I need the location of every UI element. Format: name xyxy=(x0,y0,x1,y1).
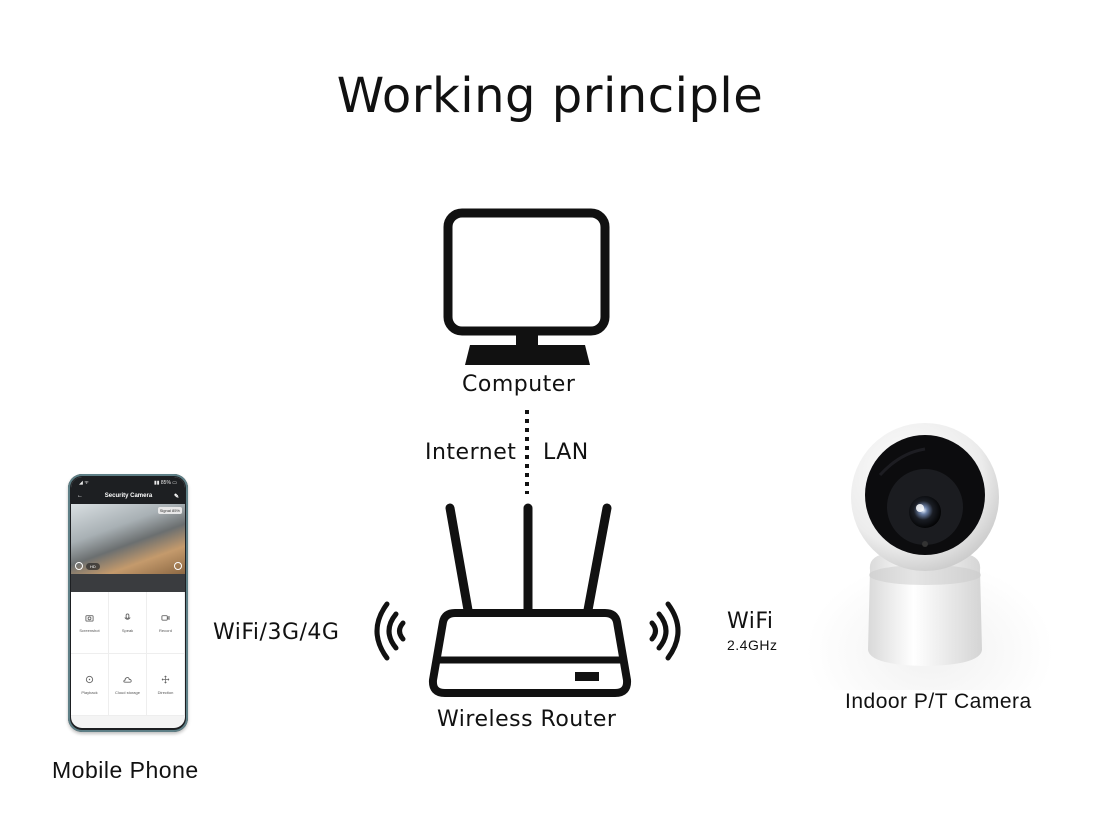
control-speak: Speak xyxy=(109,592,147,654)
router-icon xyxy=(428,503,632,697)
internet-lan-link xyxy=(525,410,529,494)
camera-feed: Signal 85% HD xyxy=(71,504,185,574)
phone-screen: ◢ ᯤ▮▮ 85% ▭ ← Security Camera ✎ Signal 8… xyxy=(71,477,185,728)
computer-icon xyxy=(443,208,610,365)
playback-icon xyxy=(85,675,94,683)
computer-label: Computer xyxy=(462,372,576,397)
volume-icon xyxy=(75,562,83,570)
direction-icon xyxy=(161,675,170,683)
feed-toolbar xyxy=(71,574,185,592)
edit-icon: ✎ xyxy=(173,493,179,500)
lan-label: LAN xyxy=(543,440,589,465)
rotate-icon xyxy=(174,562,182,570)
control-grid: Screenshot Speak Record Playback Cloud s… xyxy=(71,592,185,716)
wireless-waves-right-icon xyxy=(649,601,681,661)
control-record: Record xyxy=(147,592,185,654)
cloud-icon xyxy=(123,676,132,683)
indoor-camera-icon xyxy=(851,423,999,666)
hd-badge: HD xyxy=(86,563,100,570)
control-direction: Direction xyxy=(147,654,185,716)
control-playback: Playback xyxy=(71,654,109,716)
signal-badge: Signal 85% xyxy=(157,507,182,514)
microphone-icon xyxy=(124,612,131,620)
back-arrow-icon: ← xyxy=(77,493,83,499)
phone-link-label: WiFi/3G/4G xyxy=(213,620,340,645)
control-screenshot: Screenshot xyxy=(71,592,109,654)
camera-label: Indoor P/T Camera xyxy=(845,690,1032,713)
mobile-phone: ◢ ᯤ▮▮ 85% ▭ ← Security Camera ✎ Signal 8… xyxy=(68,474,188,732)
wireless-waves-left-icon xyxy=(374,601,406,661)
video-icon xyxy=(161,614,170,621)
page-title: Working principle xyxy=(336,68,764,124)
mobile-phone-label: Mobile Phone xyxy=(52,757,199,783)
camera-link-band: 2.4GHz xyxy=(727,637,778,653)
internet-label: Internet xyxy=(425,440,517,465)
camera-icon xyxy=(85,614,94,622)
app-title: Security Camera xyxy=(104,493,153,499)
control-cloud-storage: Cloud storage xyxy=(109,654,147,716)
app-bar: ← Security Camera ✎ xyxy=(71,488,185,504)
status-bar: ◢ ᯤ▮▮ 85% ▭ xyxy=(71,477,185,488)
camera-link-label: WiFi xyxy=(727,609,774,634)
router-label: Wireless Router xyxy=(437,707,617,732)
